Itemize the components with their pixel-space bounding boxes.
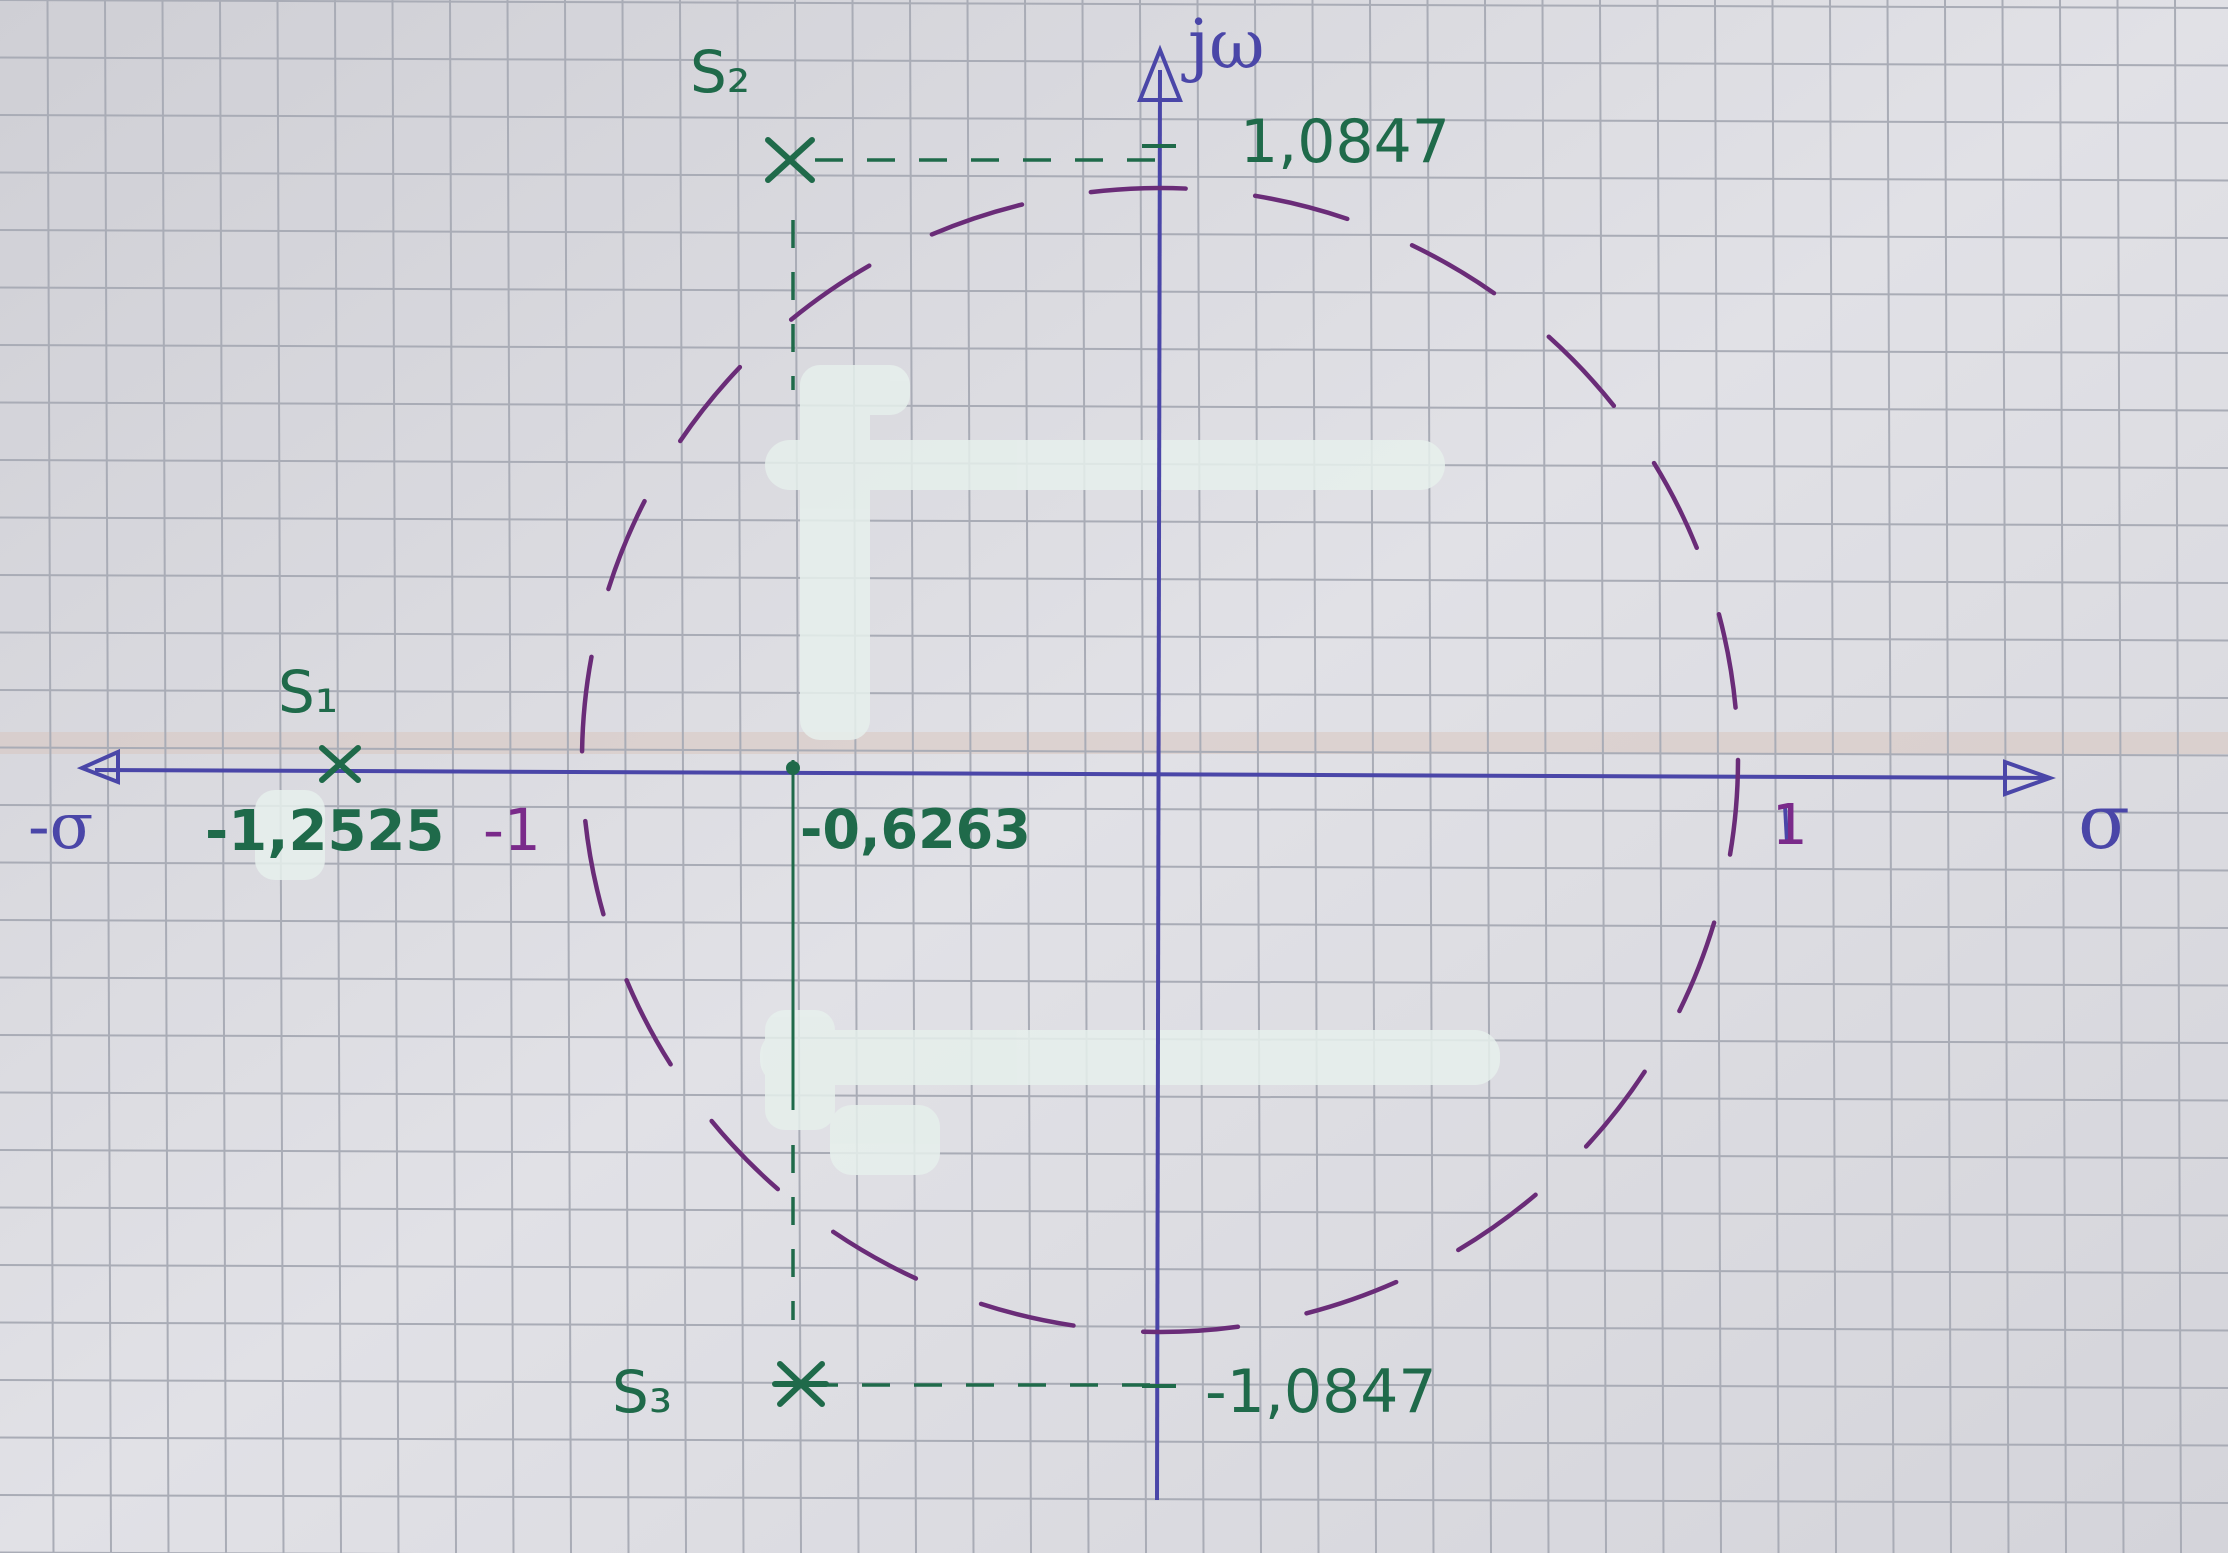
grid-line-vertical [391, 0, 400, 1553]
tick-plus-one [1783, 804, 1789, 843]
grid-line-horizontal [0, 114, 2228, 124]
grid-line-vertical [506, 0, 515, 1553]
minus-one-label: -1 [483, 796, 541, 864]
grid-line-horizontal [0, 56, 2228, 67]
grid-line-vertical [679, 0, 687, 1553]
imaginary-axis-label: jω [1181, 6, 1265, 85]
grid-line-vertical [736, 0, 745, 1553]
real-axis-arrow-left [76, 748, 120, 785]
grid-line-horizontal [0, 401, 2228, 412]
imaginary-axis [1155, 69, 1162, 1501]
grid-line-vertical [219, 0, 227, 1553]
grid-line-horizontal [0, 1149, 2228, 1159]
correction-smear [765, 440, 1445, 490]
pole-s3-label: S₃ [612, 1358, 672, 1426]
grid-line-horizontal [0, 1379, 2228, 1389]
grid-line-horizontal [0, 286, 2228, 297]
imag-pos-label: 1,0847 [1240, 107, 1450, 177]
grid-line-horizontal [0, 631, 2228, 642]
grid-line-horizontal [0, 516, 2228, 527]
grid-line-horizontal [0, 574, 2228, 584]
re-point-dot [786, 761, 800, 775]
grid-line-vertical [161, 0, 170, 1553]
grid-line-horizontal [0, 919, 2228, 929]
axes [76, 44, 2056, 1501]
pole-s2-label: S₂ [690, 38, 750, 106]
pole-markers [319, 137, 829, 1407]
grid-line-vertical [449, 0, 457, 1553]
correction-smear [830, 1105, 940, 1175]
grid-line-vertical [851, 0, 860, 1553]
correction-smear [800, 370, 870, 740]
grid-line-vertical [1139, 0, 1147, 1553]
imag-neg-label: -1,0847 [1205, 1357, 1437, 1427]
grid-line-horizontal [0, 1206, 2228, 1217]
real-axis-label: σ [2078, 777, 2130, 866]
correction-marks [255, 365, 1500, 1175]
grid-line-horizontal [0, 344, 2228, 354]
grid-line-horizontal [0, 1091, 2228, 1102]
real-axis-arrow-right [2003, 759, 2056, 797]
grid-line-vertical [909, 0, 917, 1553]
construction-lines [791, 158, 1160, 1387]
grid-line-vertical [2116, 0, 2125, 1553]
plus-one-label: 1 [1772, 793, 1808, 858]
correction-smear [760, 1030, 1500, 1085]
correction-smear [255, 790, 325, 880]
real-axis [94, 768, 2051, 780]
grid-line-horizontal [0, 1264, 2228, 1274]
grid-line-horizontal [0, 689, 2228, 699]
grid-line-horizontal [0, 0, 2228, 9]
grid-line-vertical [2059, 0, 2067, 1553]
grid-line-horizontal [0, 229, 2228, 239]
grid-line-vertical [794, 0, 802, 1553]
grid-line-vertical [334, 0, 342, 1553]
grid-line-horizontal [0, 1436, 2228, 1447]
pole-s1-label: S₁ [278, 658, 338, 726]
grid-line-horizontal [0, 171, 2228, 182]
s1-value-label: -1,2525 [205, 799, 444, 864]
grid-line-vertical [1024, 0, 1032, 1553]
grid-line-vertical [621, 0, 630, 1553]
pole-s3-marker [772, 1361, 829, 1407]
correction-smear [765, 1010, 835, 1130]
grid-line-horizontal [0, 1494, 2228, 1504]
grid-line-horizontal [0, 861, 2228, 872]
negative-real-axis-label: -σ [28, 790, 93, 864]
grid-line-vertical [2174, 0, 2182, 1553]
grid-line-horizontal [0, 1321, 2228, 1332]
grid-line-vertical [46, 0, 55, 1553]
imaginary-axis-arrow [1137, 44, 1183, 102]
pole-s2-marker [765, 137, 815, 183]
grid-line-horizontal [0, 746, 2228, 757]
grid-line-horizontal [0, 804, 2228, 814]
grid-line-vertical [276, 0, 285, 1553]
correction-smear [800, 365, 910, 415]
grid-line-vertical [564, 0, 572, 1553]
grid-line-vertical [1081, 0, 1090, 1553]
pole-s1-marker [319, 745, 361, 783]
real-part-label: -0,6263 [800, 798, 1031, 861]
grid-line-horizontal [0, 976, 2228, 987]
unit-circle [579, 185, 1741, 1335]
grid-line-vertical [966, 0, 975, 1553]
